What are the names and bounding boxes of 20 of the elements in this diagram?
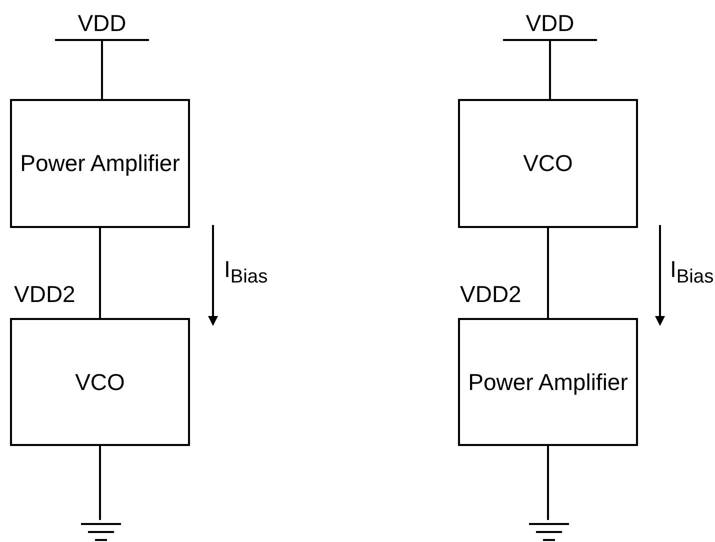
block-label: VCO — [75, 368, 125, 396]
wire — [101, 41, 103, 99]
block-label: VCO — [523, 149, 573, 178]
wire — [549, 41, 551, 99]
node-label: VDD2 — [460, 281, 522, 308]
block-label: VDD — [78, 9, 126, 38]
wire — [547, 228, 549, 318]
wire — [547, 446, 549, 520]
block-box — [10, 99, 190, 228]
block-label: VDD — [526, 9, 574, 38]
block-box — [458, 99, 638, 228]
node-label: VDD2 — [14, 281, 76, 308]
current-label: I$_{Bias}$ — [224, 256, 268, 289]
block-label: Power Amplifier — [468, 368, 628, 396]
wire — [99, 228, 101, 318]
wire — [99, 446, 101, 520]
block-label: Power Amplifier — [20, 149, 180, 178]
block-box — [458, 318, 638, 446]
current-label: I$_{Bias}$ — [670, 256, 714, 289]
block-box — [10, 318, 190, 446]
